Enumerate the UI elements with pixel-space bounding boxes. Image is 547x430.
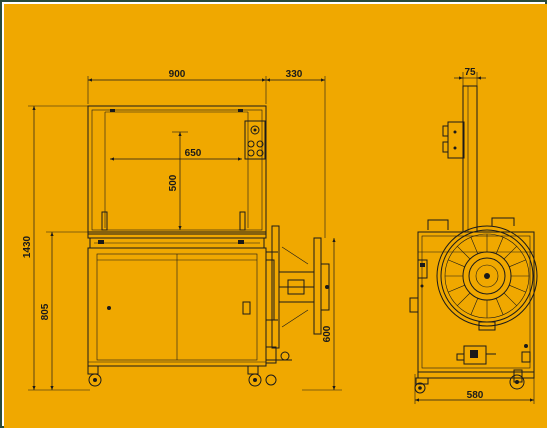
dim-side-column-width: 75: [464, 67, 476, 78]
front-view-machine: [87, 105, 330, 387]
reel-spoke: [470, 237, 479, 254]
reel-spoke: [503, 246, 517, 260]
reel-spoke: [457, 246, 471, 260]
reel-spoke: [495, 237, 504, 254]
reel-spoke: [509, 284, 526, 293]
reel-spoke: [509, 259, 526, 268]
side-view-machine: [409, 85, 538, 394]
front-view-dimensions: [28, 76, 342, 391]
side-view-dimensions: [414, 72, 535, 404]
dim-arch-inner-height: 500: [168, 174, 179, 191]
dim-reel-height: 600: [322, 325, 333, 342]
dim-overall-width: 900: [169, 69, 186, 80]
reel-spoke: [503, 292, 517, 306]
reel-spoke: [470, 298, 479, 315]
reel-spoke: [457, 292, 471, 306]
dim-side-width: 580: [467, 390, 484, 401]
reel-spoke: [448, 284, 465, 293]
reel-spoke: [495, 298, 504, 315]
dim-overall-height: 1430: [22, 235, 33, 258]
reel-spoke: [448, 259, 465, 268]
dim-table-height: 805: [40, 303, 51, 320]
dim-reel-extension: 330: [286, 69, 303, 80]
dim-arch-inner-width: 650: [185, 148, 202, 159]
